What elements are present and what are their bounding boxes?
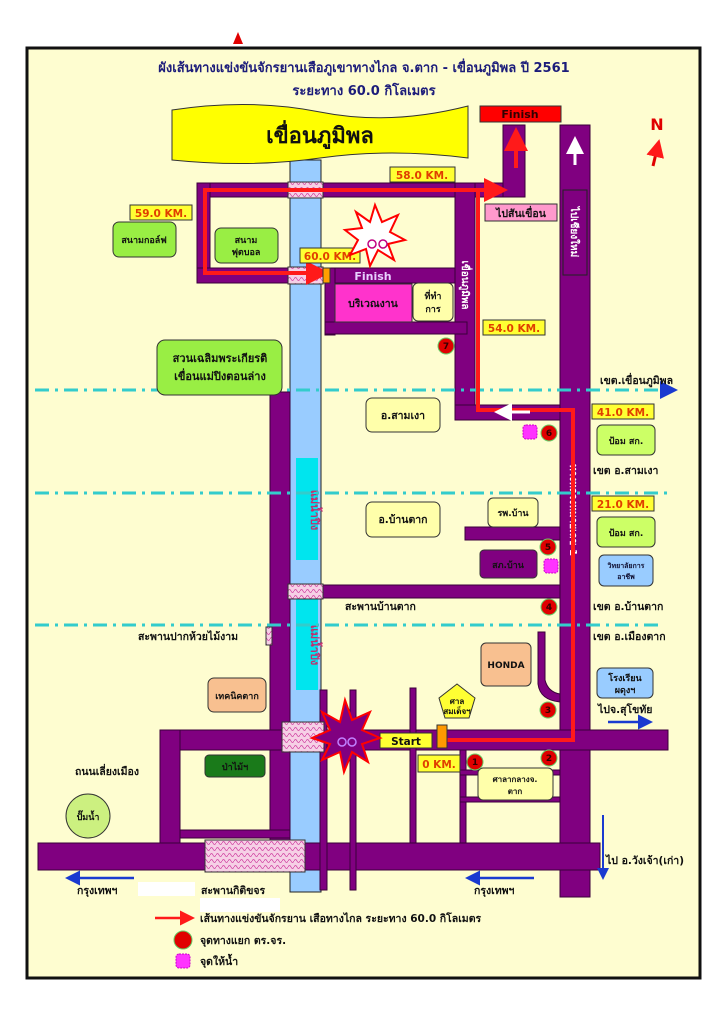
- km-marker: 58.0 KM.: [396, 170, 448, 182]
- km-marker: 59.0 KM.: [135, 208, 187, 220]
- checkpoint-2: 2: [546, 754, 552, 764]
- map-subtitle: ระยะทาง 60.0 กิโลเมตร: [292, 82, 435, 99]
- ban-tak-bridge-label: สะพานบ้านตาก: [345, 600, 416, 613]
- city-hall: ศาลากลางจ.: [493, 775, 538, 784]
- vocational-college: วิทยาลัยการ: [606, 562, 644, 570]
- zone-mueang-tak: เขต อ.เมืองตาก: [593, 630, 666, 643]
- kittikachorn-bridge-label: สะพานกิติขจร: [201, 885, 266, 897]
- river-label: แม่น้ำปิง: [308, 625, 323, 665]
- police-post: ป้อม สก.: [609, 528, 644, 539]
- finish-road-label: Finish: [354, 270, 391, 283]
- golf-course: สนามกอล์ฟ: [121, 234, 166, 246]
- km-marker: 0 KM.: [422, 759, 456, 771]
- water-point-icon: [522, 424, 538, 440]
- checkpoints: 1 2 3 4 5 6 7: [437, 337, 558, 771]
- junction-legend-icon: [173, 930, 193, 950]
- event-area: บริเวณงาน: [348, 298, 399, 310]
- legend-junction: จุดทางแยก ตร.จร.: [200, 935, 286, 948]
- to-chiangmai-box: [562, 189, 588, 276]
- km-marker: 21.0 KM.: [597, 499, 649, 511]
- shrine: สมเด็จฯ: [443, 705, 471, 716]
- football-field: ฟุตบอล: [232, 247, 261, 258]
- river-label-box: [296, 598, 318, 690]
- legend: เส้นทางแข่งขันจักรยาน เสือทางไกล ระยะทาง…: [155, 910, 482, 969]
- to-sukhothai-label: ไปจ.สุโขทัย: [597, 703, 652, 717]
- police-post: ป้อม สก.: [609, 436, 644, 447]
- km-marker: 54.0 KM.: [488, 323, 540, 335]
- checkpoint-3: 3: [545, 706, 551, 716]
- to-dam-crest: ไปสันเขื่อน: [495, 205, 547, 220]
- dam-road-label: เขื่อนภูมิพล: [458, 261, 473, 310]
- water-pump: ปั๊มน้ำ: [77, 810, 100, 823]
- bridge: [204, 839, 306, 873]
- park: เขื่อนแม่ปิงตอนล่าง: [174, 368, 266, 383]
- blank-patch: [200, 898, 280, 912]
- office: ที่ทำ: [424, 289, 441, 302]
- cyclist-finish-icon: [342, 201, 408, 269]
- city-hall: ตาก: [508, 787, 523, 796]
- to-wangchao-label: ไป อ.วังเจ้า(เก่า): [605, 854, 684, 867]
- km-marker: 41.0 KM.: [597, 407, 649, 419]
- office: การ: [425, 305, 441, 315]
- bridge: [287, 266, 324, 285]
- legend-route: เส้นทางแข่งขันจักรยาน เสือทางไกล ระยะทาง…: [200, 912, 482, 925]
- checkpoint-6: 6: [546, 429, 552, 439]
- to-bangkok-label: กรุงเทพฯ: [474, 885, 515, 898]
- water-point-icon: [543, 558, 559, 574]
- school: ผดุงฯ: [615, 686, 636, 696]
- sam-ngao-district: อ.สามเงา: [381, 410, 425, 422]
- school: โรงเรียน: [607, 672, 642, 684]
- technic-college: เทคนิคตาก: [215, 691, 259, 702]
- cyclist-start-icon: [309, 696, 383, 776]
- bypass-road-label: ถนนเลี่ยงเมือง: [75, 763, 139, 778]
- shrine: ศาล: [450, 697, 465, 706]
- map-title: ผังเส้นทางแข่งขันจักรยานเสือภูเขาทางไกล …: [158, 58, 569, 76]
- legend-water: จุดให้น้ำ: [200, 953, 238, 969]
- checkpoint-1: 1: [472, 758, 478, 768]
- pak-huai-bridge-label: สะพานปากห้วยไม้งาม: [138, 630, 238, 643]
- football-field: สนาม: [235, 236, 258, 246]
- north-label: N: [650, 115, 663, 134]
- race-route: [203, 127, 584, 742]
- zone-sam-ngao: เขต อ.สามเงา: [593, 465, 658, 477]
- ban-tak-district: อ.บ้านตาก: [378, 513, 427, 526]
- bridge: [265, 626, 273, 646]
- zone-bhumibol: เขต.เขื่อนภูมิพล: [600, 372, 673, 388]
- finish-top-box: [479, 105, 562, 123]
- finish-line: [322, 267, 331, 284]
- river-label: แม่น้ำปิง: [308, 490, 323, 530]
- water-legend-icon: [175, 953, 191, 969]
- checkpoint-4: 4: [546, 603, 552, 613]
- blank-patch: [138, 882, 195, 896]
- checkpoint-5: 5: [545, 543, 551, 553]
- zone-ban-tak: เขต อ.บ้านตาก: [593, 600, 663, 613]
- dam-banner: [171, 103, 469, 165]
- north-arrow-icon: [646, 139, 664, 167]
- km-markers: 58.0 KM. 59.0 KM. 60.0 KM. 54.0 KM. 41.0…: [129, 166, 655, 773]
- vocational-college: อาชีพ: [617, 573, 635, 581]
- river-label-box: [296, 458, 318, 560]
- start-label: Start: [391, 736, 421, 748]
- park: สวนเฉลิมพระเกียรติ: [173, 352, 268, 365]
- bridge: [287, 583, 324, 600]
- zone-lines: [35, 381, 678, 627]
- to-bangkok-label: กรุงเทพฯ: [77, 885, 118, 898]
- dam-label: เขื่อนภูมิพล: [266, 119, 374, 150]
- km-marker: 60.0 KM.: [304, 251, 356, 263]
- honda: HONDA: [487, 661, 524, 671]
- top-marker-icon: [233, 32, 243, 44]
- to-chiangmai-label: ไปเชียงใหม่: [568, 206, 581, 257]
- police-station: สภ.บ้าน: [492, 560, 525, 571]
- forestry: ป่าไม้ฯ: [222, 761, 248, 773]
- checkpoint-7: 7: [443, 342, 449, 352]
- hospital: รพ.บ้าน: [497, 508, 529, 519]
- finish-top-label: Finish: [501, 108, 538, 121]
